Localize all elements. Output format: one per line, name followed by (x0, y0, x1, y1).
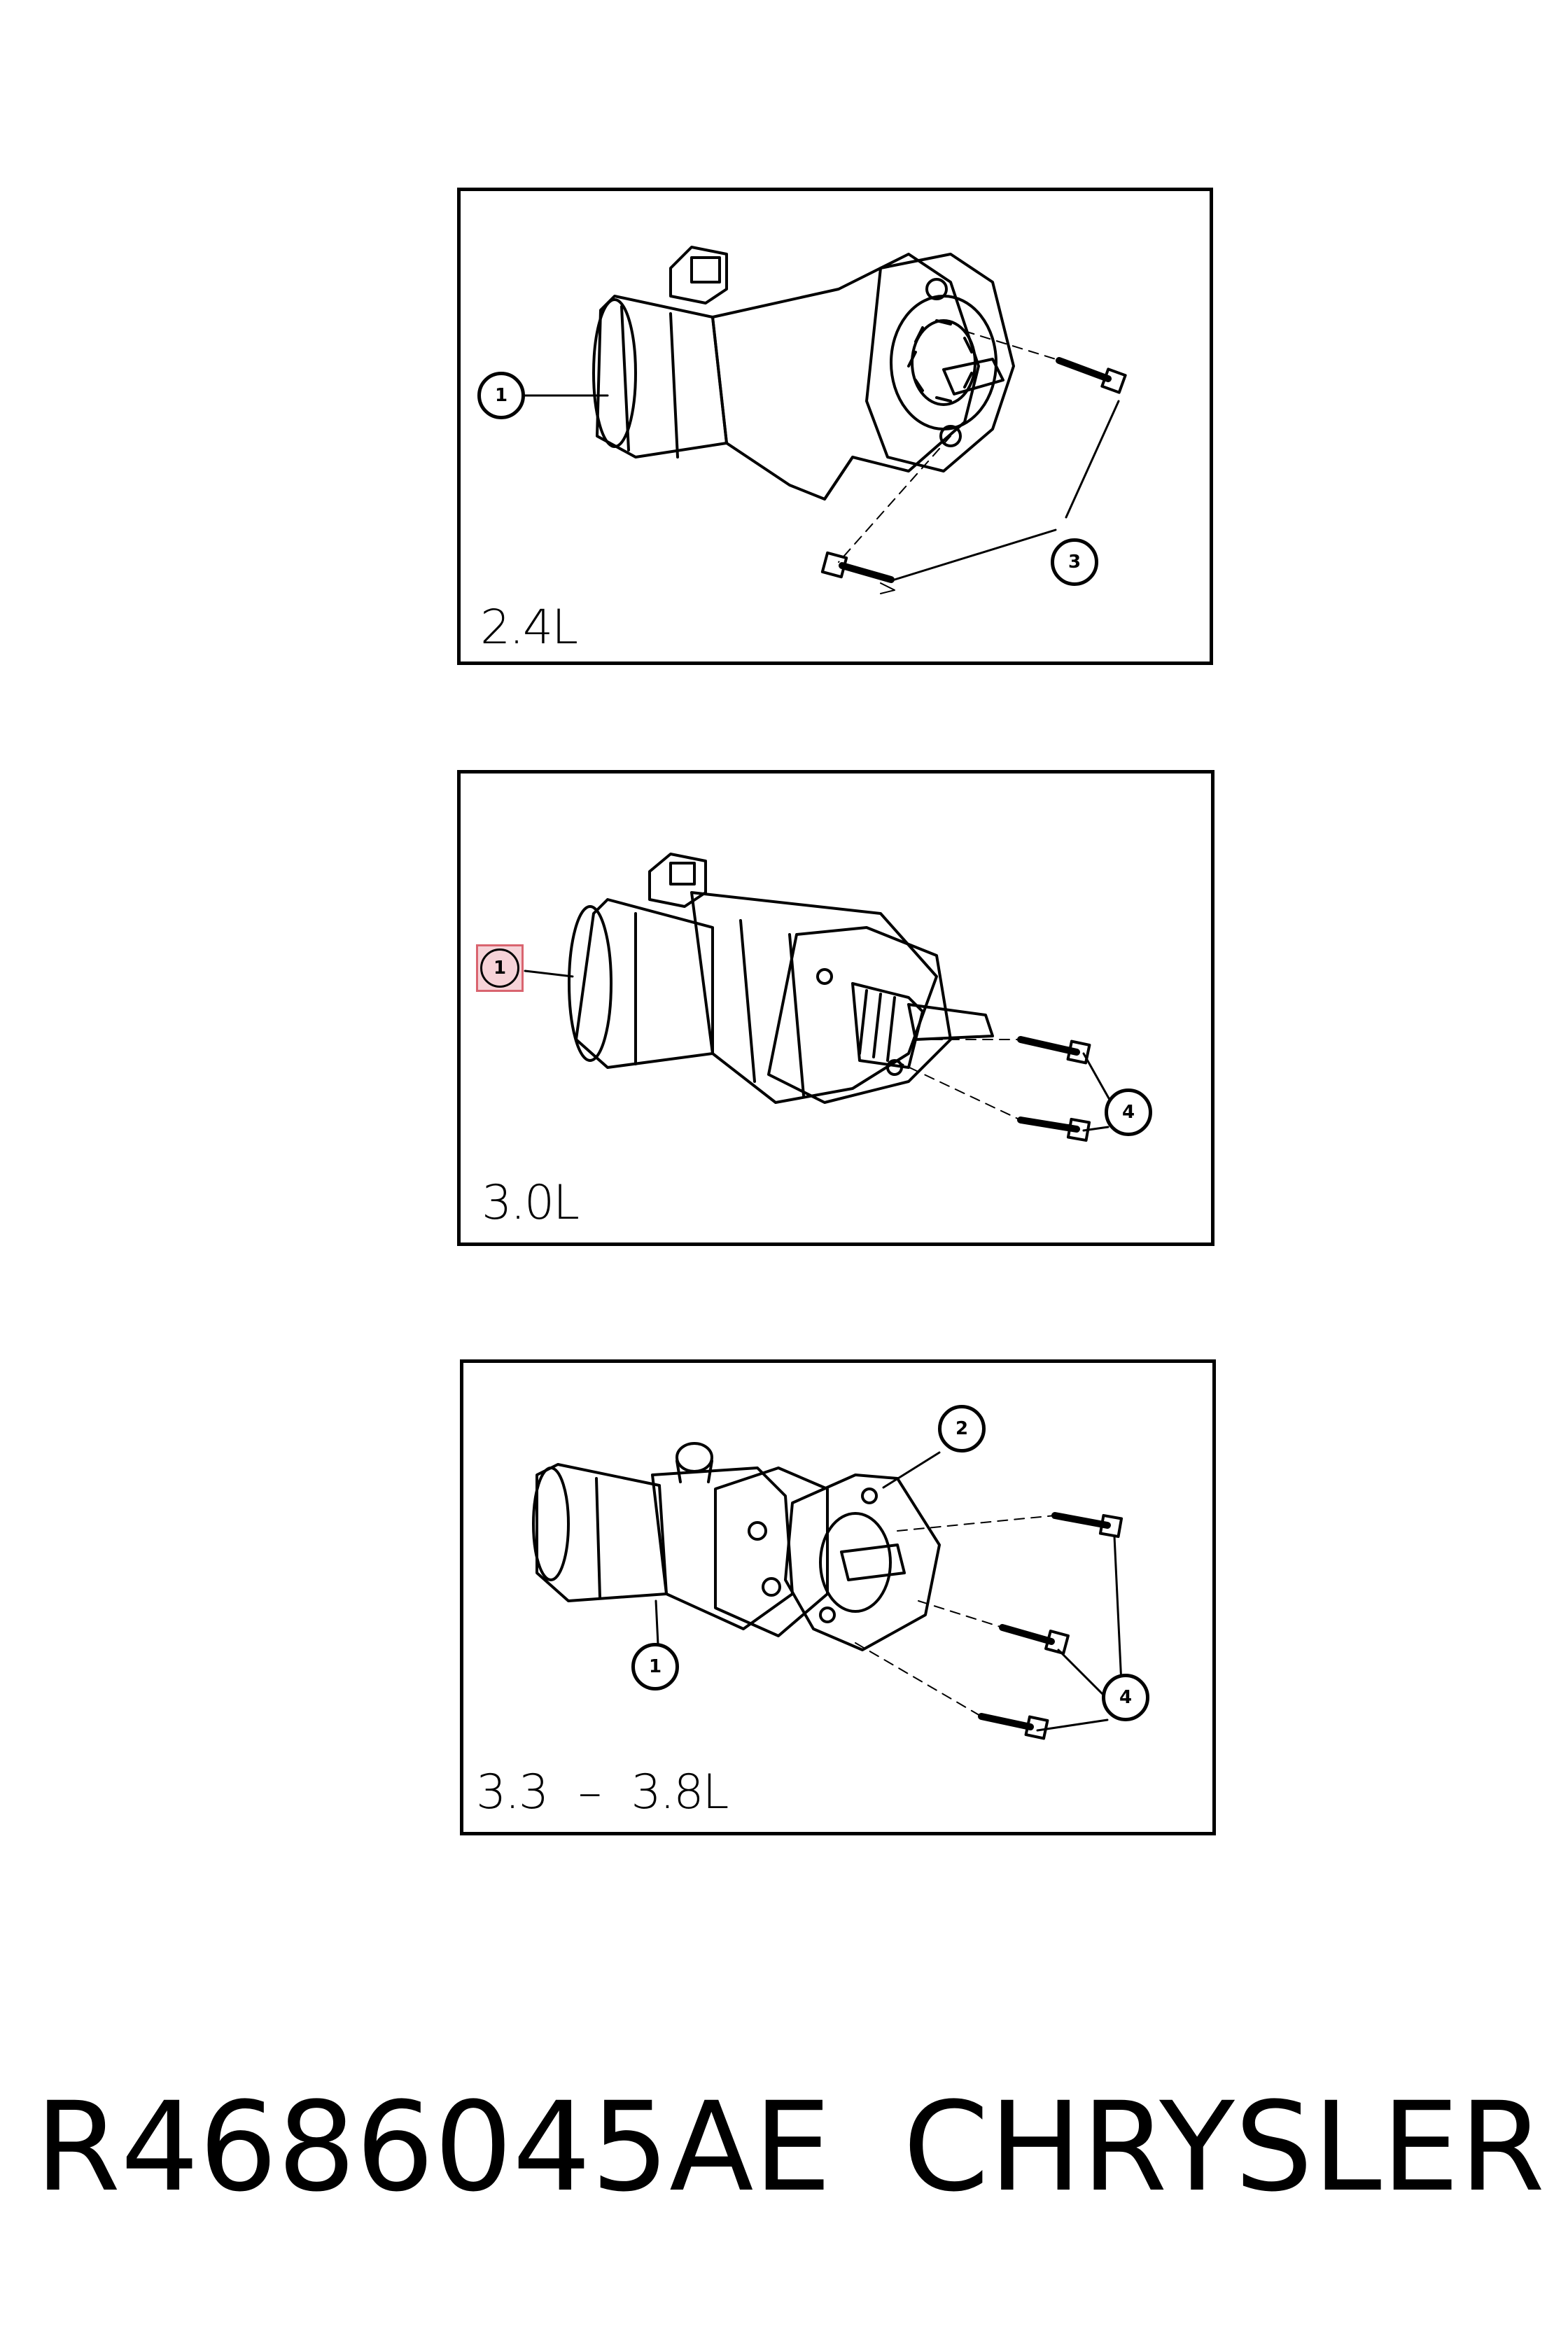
callout-1-highlighted[interactable]: 1 (476, 944, 524, 992)
callout-1: 1 (631, 1643, 679, 1690)
diagram-panel-3-0l: 1 4 3.0L (457, 770, 1214, 1246)
engine-label: 3.0L (482, 1175, 580, 1231)
part-number: R4686045AE (35, 2076, 832, 2219)
callout-2: 2 (938, 1405, 986, 1452)
callout-3: 3 (1051, 538, 1098, 586)
engine-label: 3.3 – 3.8L (476, 1765, 729, 1820)
footer-caption: R4686045AE CHRYSLER (0, 2086, 1568, 2226)
starter-motor-drawing (524, 853, 1116, 1142)
callout-1: 1 (477, 372, 525, 419)
brand-name: CHRYSLER (903, 2076, 1546, 2219)
engine-label: 2.4L (480, 600, 578, 655)
diagram-panel-2-4l: 1 3 2.4L (457, 188, 1213, 665)
starter-motor-drawing (532, 1442, 1124, 1740)
callout-4: 4 (1105, 1088, 1152, 1136)
callout-4: 4 (1102, 1674, 1149, 1721)
starter-motor-drawing (524, 246, 1127, 594)
diagram-panel-3-3-3-8l: 2 1 4 3.3 – 3.8L (460, 1359, 1216, 1835)
